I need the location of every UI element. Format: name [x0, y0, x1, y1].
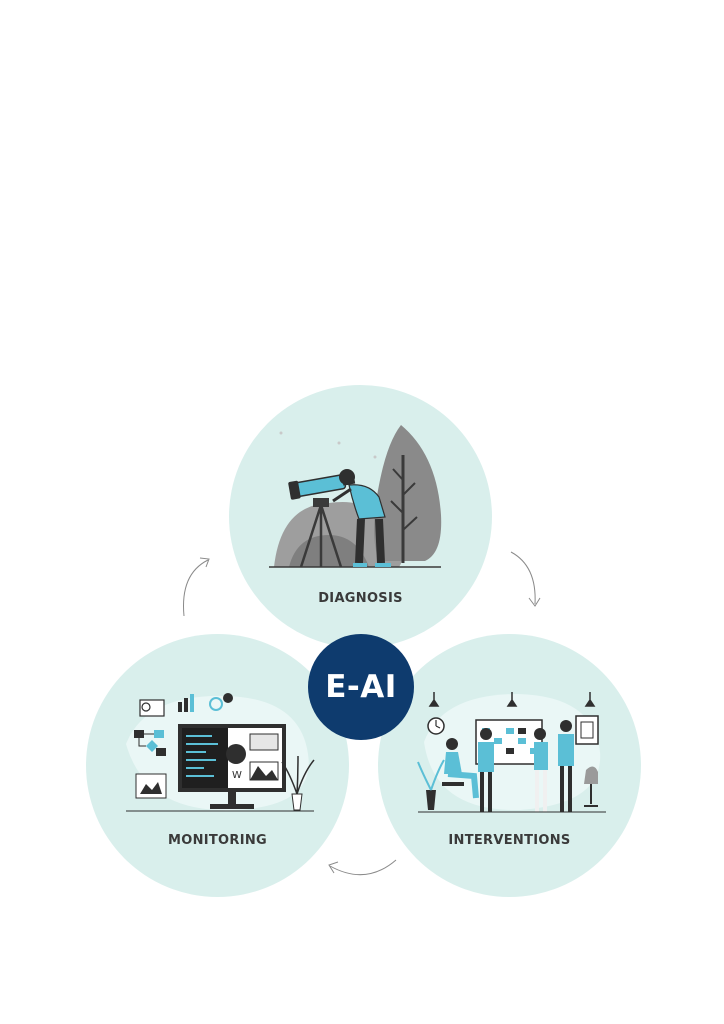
telescope-person-illustration: [269, 425, 442, 568]
eai-center-badge: E-AI: [308, 634, 414, 740]
monitoring-label: MONITORING: [167, 833, 268, 848]
team-meeting-board-illustration: [417, 692, 606, 813]
diagnosis-stage: DIAGNOSIS: [229, 385, 492, 648]
diagnosis-to-interventions-arrow: [510, 551, 541, 607]
computer-dashboard-illustration: W: [126, 693, 315, 812]
interventions-stage: INTERVENTIONS: [378, 634, 641, 897]
interventions-label: INTERVENTIONS: [448, 833, 571, 848]
diagnosis-label: DIAGNOSIS: [318, 591, 403, 606]
eai-center-label: E-AI: [325, 669, 397, 705]
monitoring-stage: W MONITORING: [86, 634, 349, 897]
svg-text:W: W: [232, 770, 242, 781]
monitoring-to-diagnosis-arrow: [183, 557, 210, 617]
interventions-to-monitoring-arrow: [328, 859, 397, 876]
